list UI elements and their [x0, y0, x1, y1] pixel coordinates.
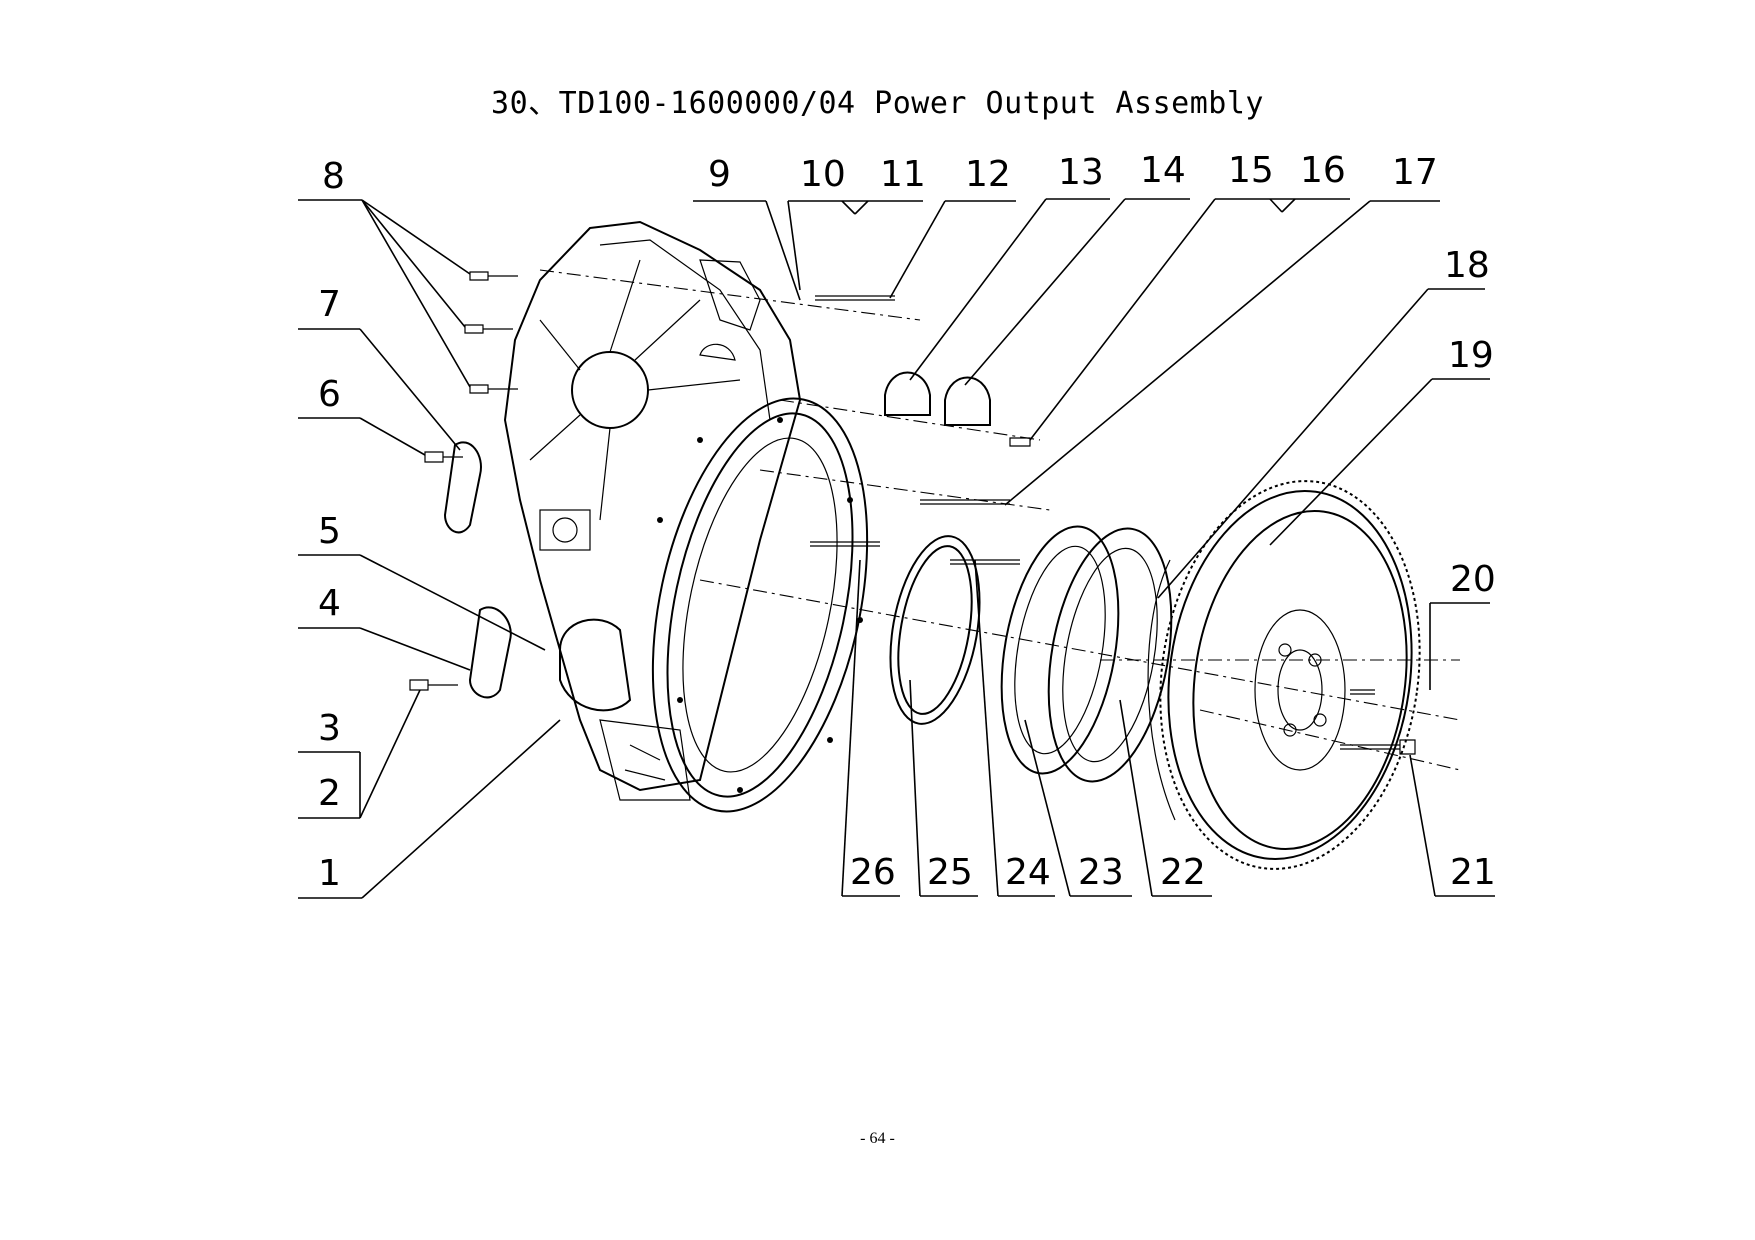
callout-8: 8 — [322, 156, 345, 197]
callout-25: 25 — [927, 852, 973, 893]
callout-15: 15 — [1228, 150, 1274, 191]
flywheel-housing — [503, 220, 802, 801]
cover-plates — [443, 441, 512, 699]
gasket-plates — [1000, 525, 1173, 783]
callout-numbers: 1 2 3 4 5 6 7 8 9 10 11 12 13 14 15 16 1… — [318, 150, 1496, 894]
callout-leaders — [298, 198, 1495, 899]
page-number: - 64 - — [860, 1130, 895, 1147]
callout-3: 3 — [318, 708, 341, 749]
callout-2: 2 — [318, 773, 341, 814]
callout-6: 6 — [318, 374, 341, 415]
callout-12: 12 — [965, 154, 1011, 195]
callout-11: 11 — [880, 154, 926, 195]
callout-17: 17 — [1392, 152, 1438, 193]
callout-23: 23 — [1078, 852, 1124, 893]
callout-4: 4 — [318, 583, 341, 624]
fasteners — [409, 271, 1416, 755]
callout-21: 21 — [1450, 852, 1496, 893]
callout-20: 20 — [1450, 559, 1496, 600]
callout-24: 24 — [1005, 852, 1051, 893]
callout-5: 5 — [318, 511, 341, 552]
callout-19: 19 — [1448, 335, 1494, 376]
callout-7: 7 — [318, 284, 341, 325]
bearing-caps — [884, 371, 991, 426]
callout-9: 9 — [708, 154, 731, 195]
callout-18: 18 — [1444, 245, 1490, 286]
callout-1: 1 — [318, 853, 341, 894]
housing-ring-flange — [651, 397, 869, 813]
assembly-centerlines — [539, 269, 1461, 771]
callout-22: 22 — [1160, 852, 1206, 893]
flywheel-ring-gear — [1147, 480, 1421, 870]
callout-14: 14 — [1140, 150, 1186, 191]
callout-26: 26 — [850, 852, 896, 893]
callout-10: 10 — [800, 154, 846, 195]
oil-seal — [889, 535, 981, 725]
callout-16: 16 — [1300, 150, 1346, 191]
callout-13: 13 — [1058, 152, 1104, 193]
diagram-title: 30、TD100-1600000/04 Power Output Assembl… — [491, 86, 1264, 121]
